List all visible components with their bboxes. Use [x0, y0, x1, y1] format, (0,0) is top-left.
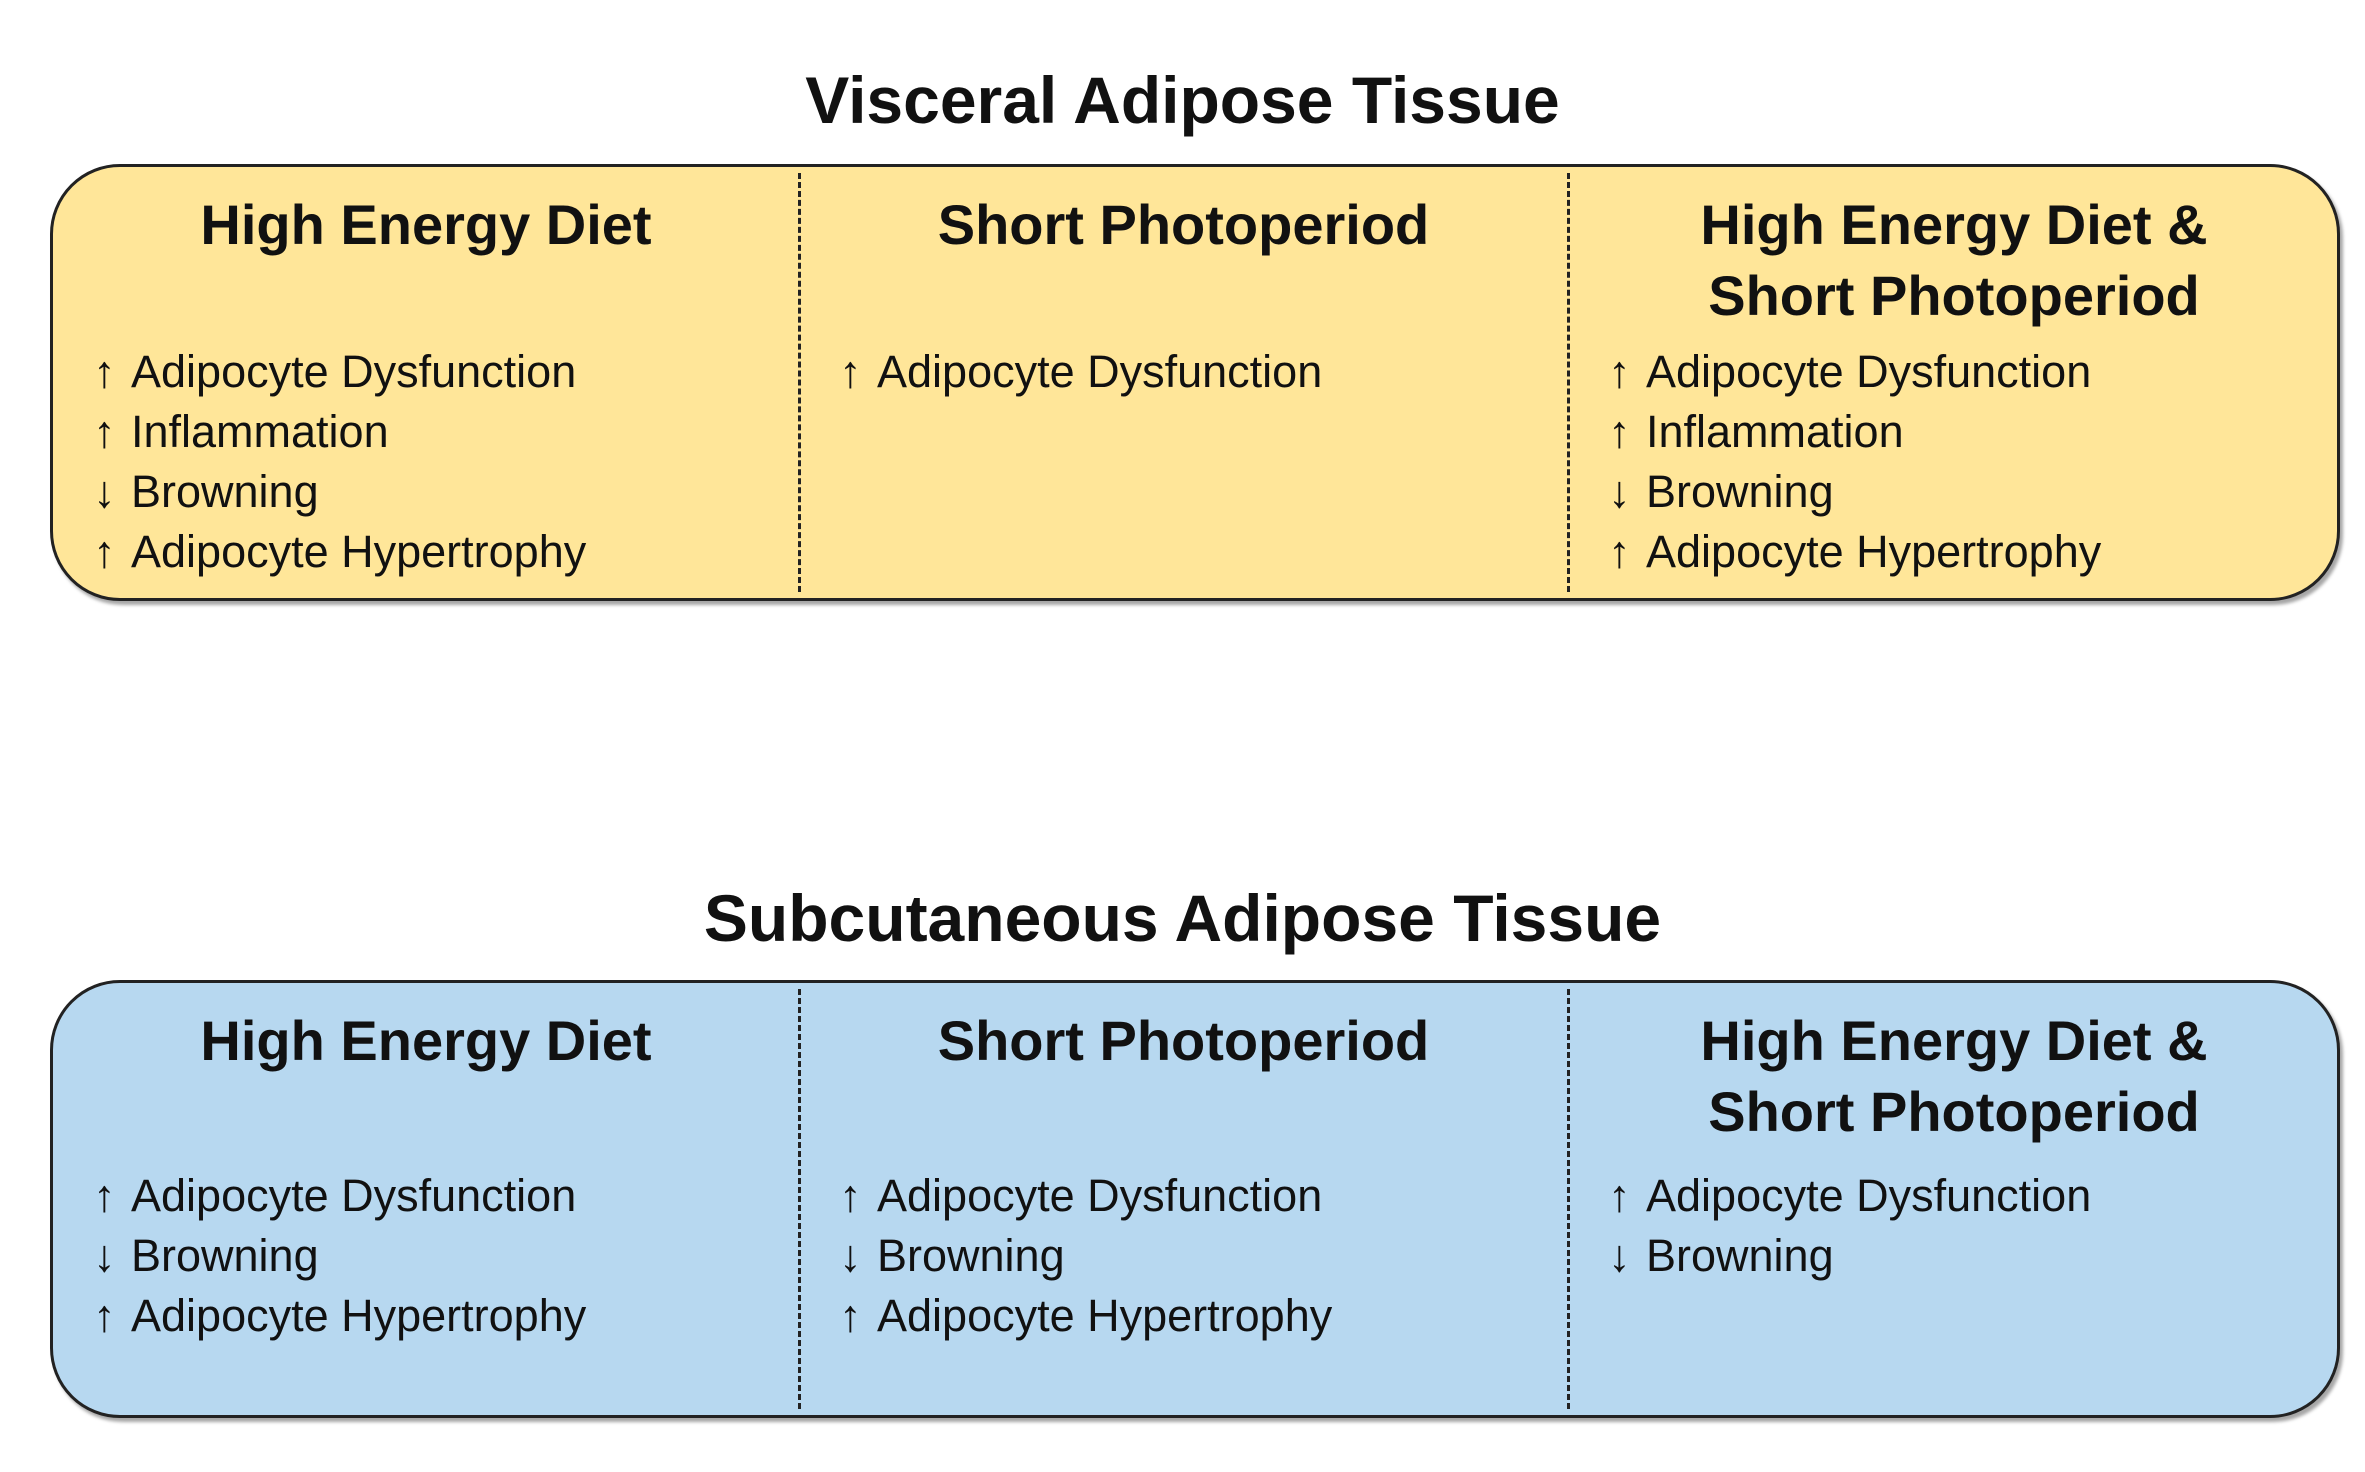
effect-list: ↑ Adipocyte Dysfunction ↑ Inflammation ↓ Brow…	[1608, 342, 2101, 582]
condition-heading: High Energy Diet	[200, 193, 652, 256]
arrow-up-icon: ↑	[1608, 346, 1631, 397]
arrow-down-icon: ↓	[1608, 1230, 1631, 1281]
arrow-up-icon: ↑	[93, 346, 116, 397]
subcutaneous-title: Subcutaneous Adipose Tissue	[703, 881, 1662, 955]
effect-text: Browning	[131, 466, 319, 517]
effect-text: Adipocyte Dysfunction	[877, 346, 1323, 397]
effect-item: ↓ Browning	[93, 1226, 586, 1286]
condition-heading: High Energy Diet & Short Photoperiod	[1700, 1009, 2208, 1143]
effect-item: ↑ Adipocyte Hypertrophy	[93, 522, 586, 582]
effect-list: ↑ Adipocyte Dysfunction ↓ Browning	[1608, 1166, 2091, 1286]
dashed-divider	[798, 989, 801, 1409]
effect-item: ↑ Adipocyte Dysfunction	[1608, 1166, 2091, 1226]
effect-list: ↑ Adipocyte Dysfunction	[839, 342, 1322, 402]
effect-item: ↑ Adipocyte Hypertrophy	[93, 1286, 586, 1346]
condition-column: High Energy Diet & Short Photoperiod ↑ Adi…	[1568, 167, 2340, 598]
visceral-panel: High Energy Diet ↑ Adipocyte Dysfunction ↑ I…	[50, 164, 2340, 601]
effect-item: ↑ Adipocyte Hypertrophy	[839, 1286, 1332, 1346]
arrow-up-icon: ↑	[839, 1290, 862, 1341]
arrow-down-icon: ↓	[93, 1230, 116, 1281]
condition-heading: Short Photoperiod	[937, 1009, 1430, 1072]
condition-column: High Energy Diet ↑ Adipocyte Dysfunction ↓ B…	[53, 983, 799, 1415]
visceral-title: Visceral Adipose Tissue	[805, 63, 1560, 137]
arrow-up-icon: ↑	[1608, 526, 1631, 577]
effect-item: ↑ Inflammation	[93, 402, 586, 462]
effect-list: ↑ Adipocyte Dysfunction ↓ Browning ↑ Adipocyt…	[839, 1166, 1332, 1346]
effect-item: ↓ Browning	[839, 1226, 1332, 1286]
arrow-up-icon: ↑	[93, 1290, 116, 1341]
condition-heading: Short Photoperiod	[937, 193, 1430, 256]
effect-item: ↑ Adipocyte Dysfunction	[93, 1166, 586, 1226]
arrow-down-icon: ↓	[1608, 466, 1631, 517]
effect-text: Browning	[131, 1230, 319, 1281]
effect-text: Browning	[1646, 466, 1834, 517]
condition-column: High Energy Diet & Short Photoperiod ↑ Adi…	[1568, 983, 2340, 1415]
effect-item: ↑ Adipocyte Dysfunction	[93, 342, 586, 402]
effect-list: ↑ Adipocyte Dysfunction ↑ Inflammation ↓ Brow…	[93, 342, 586, 582]
arrow-up-icon: ↑	[839, 1170, 862, 1221]
effect-text: Adipocyte Dysfunction	[1646, 346, 2092, 397]
dashed-divider	[1567, 989, 1570, 1409]
effect-item: ↑ Adipocyte Dysfunction	[839, 342, 1322, 402]
effect-list: ↑ Adipocyte Dysfunction ↓ Browning ↑ Adipocyt…	[93, 1166, 586, 1346]
dashed-divider	[1567, 173, 1570, 592]
effect-item: ↓ Browning	[1608, 1226, 2091, 1286]
arrow-up-icon: ↑	[93, 526, 116, 577]
condition-column: Short Photoperiod ↑ Adipocyte Dysfunction	[799, 167, 1568, 598]
effect-text: Adipocyte Hypertrophy	[131, 1290, 587, 1341]
arrow-up-icon: ↑	[1608, 1170, 1631, 1221]
effect-item: ↓ Browning	[1608, 462, 2101, 522]
effect-text: Adipocyte Dysfunction	[131, 346, 577, 397]
effect-text: Adipocyte Hypertrophy	[1646, 526, 2102, 577]
effect-text: Browning	[1646, 1230, 1834, 1281]
effect-text: Adipocyte Dysfunction	[131, 1170, 577, 1221]
effect-text: Adipocyte Hypertrophy	[131, 526, 587, 577]
condition-column: High Energy Diet ↑ Adipocyte Dysfunction ↑ I…	[53, 167, 799, 598]
condition-column: Short Photoperiod↑Adipocyte Dysfunction↓…	[799, 983, 1568, 1415]
effect-text: Adipocyte Dysfunction	[877, 1170, 1323, 1221]
arrow-up-icon: ↑	[93, 406, 116, 457]
subcutaneous-panel: High Energy Diet ↑ Adipocyte Dysfunction ↓ B…	[50, 980, 2340, 1418]
arrow-up-icon: ↑	[93, 1170, 116, 1221]
effect-text: Adipocyte Dysfunction	[1646, 1170, 2092, 1221]
dashed-divider	[798, 173, 801, 592]
effect-text: Inflammation	[1646, 406, 1904, 457]
condition-heading: High Energy Diet & Short Photoperiod	[1700, 193, 2208, 327]
effect-item: ↓ Browning	[93, 462, 586, 522]
arrow-up-icon: ↑	[839, 346, 862, 397]
arrow-down-icon: ↓	[93, 466, 116, 517]
effect-text: Adipocyte Hypertrophy	[877, 1290, 1333, 1341]
effect-item: ↑ Adipocyte Dysfunction	[1608, 342, 2101, 402]
effect-text: Inflammation	[131, 406, 389, 457]
effect-item: ↑ Inflammation	[1608, 402, 2101, 462]
arrow-down-icon: ↓	[839, 1230, 862, 1281]
effect-item: ↑ Adipocyte Dysfunction	[839, 1166, 1332, 1226]
effect-text: Browning	[877, 1230, 1065, 1281]
arrow-up-icon: ↑	[1608, 406, 1631, 457]
condition-heading: High Energy Diet	[200, 1009, 652, 1072]
effect-item: ↑ Adipocyte Hypertrophy	[1608, 522, 2101, 582]
